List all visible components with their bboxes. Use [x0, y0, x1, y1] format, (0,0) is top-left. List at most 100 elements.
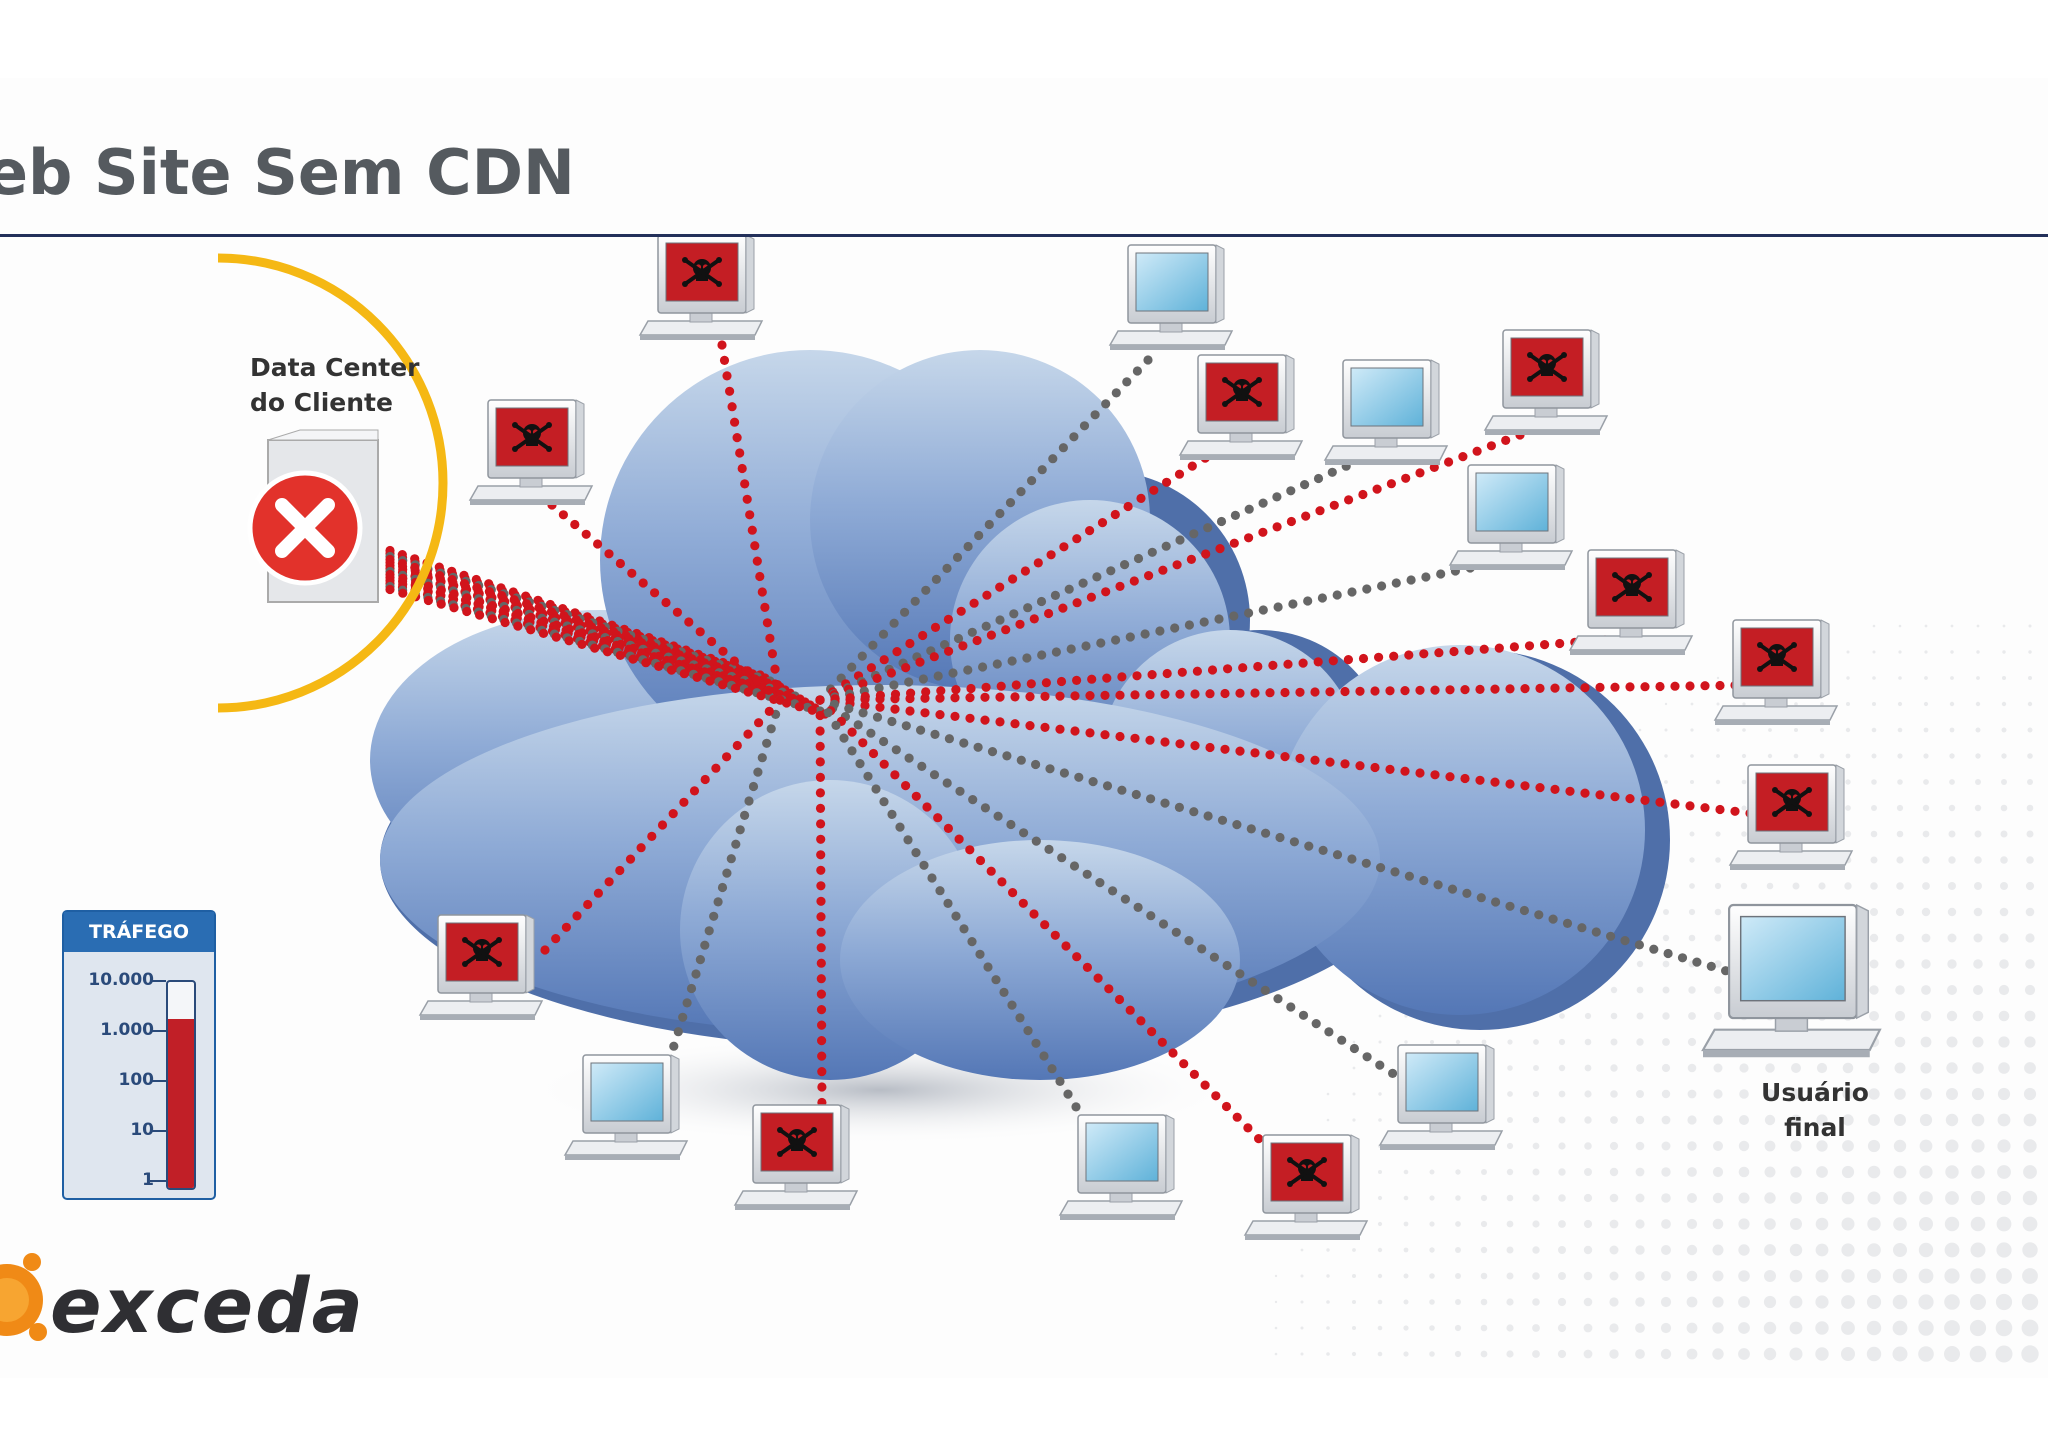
bg-dot	[1970, 1216, 1986, 1232]
bg-dot	[1973, 933, 1983, 943]
bg-dot	[1716, 754, 1720, 758]
bg-dot	[1867, 1217, 1881, 1231]
bg-dot	[2022, 1190, 2038, 1206]
bg-dot	[1870, 882, 1878, 890]
bg-dot	[1712, 1244, 1724, 1256]
bg-dot	[1403, 1325, 1409, 1331]
bg-dot	[1815, 1269, 1829, 1283]
bg-dot	[1714, 908, 1722, 916]
bg-dot	[1866, 1294, 1882, 1310]
bg-dot	[1793, 753, 1799, 759]
attacker-computer	[1483, 329, 1609, 435]
bg-dot	[1713, 1063, 1723, 1073]
bg-dot	[1454, 1324, 1462, 1332]
bg-dot	[1686, 1244, 1698, 1256]
bg-dot	[1945, 1165, 1959, 1179]
bg-dot	[1455, 1195, 1461, 1201]
bg-dot	[1712, 1348, 1724, 1360]
bg-dot	[1738, 1218, 1750, 1230]
bg-dot	[1818, 882, 1826, 890]
bg-dot	[1922, 882, 1930, 890]
bg-dot	[1768, 728, 1772, 732]
bg-dot	[1995, 1345, 2013, 1363]
bg-dot	[1403, 1351, 1409, 1357]
gauge-label-1000: 1.000	[100, 1020, 154, 1040]
bg-dot	[1922, 830, 1930, 838]
bg-dot	[1816, 1140, 1828, 1152]
bg-dot	[1868, 1114, 1880, 1126]
bg-dot	[1739, 1115, 1749, 1125]
bg-dot	[1507, 1091, 1513, 1097]
bg-dot	[1973, 907, 1983, 917]
attacker-computer	[468, 399, 594, 505]
logo-sun-icon	[0, 1253, 47, 1341]
bg-dot	[1661, 1271, 1671, 1281]
bg-dot	[1635, 1115, 1645, 1125]
bg-dot	[1764, 1218, 1776, 1230]
bg-dot	[1920, 1062, 1932, 1074]
gauge-tube	[166, 980, 196, 1190]
bg-dot	[1661, 1167, 1671, 1177]
bg-dot	[1506, 1142, 1514, 1150]
bg-dot	[1532, 1142, 1540, 1150]
gauge-label-1: 1	[142, 1170, 154, 1190]
bg-dot	[1378, 1014, 1382, 1018]
bg-dot	[1742, 702, 1746, 706]
bg-dot	[1584, 1090, 1592, 1098]
bg-dot	[2000, 882, 2008, 890]
bg-dot	[1764, 1114, 1776, 1126]
bg-dot	[2024, 1010, 2036, 1022]
bg-dot	[1506, 1194, 1514, 1202]
bg-dot	[1635, 1245, 1645, 1255]
bg-dot	[1842, 1114, 1854, 1126]
bg-dot	[1690, 780, 1694, 784]
bg-dot	[1923, 779, 1929, 785]
bg-dot	[1635, 1167, 1645, 1177]
bg-dot	[1688, 934, 1696, 942]
bg-dot	[1689, 831, 1695, 837]
bg-dot	[1558, 1090, 1566, 1098]
end-user-label-line2: final	[1784, 1113, 1846, 1142]
attacker-computer	[418, 914, 544, 1020]
user-computer	[1323, 359, 1449, 465]
bg-dot	[1842, 1140, 1854, 1152]
bg-dot	[1975, 753, 1981, 759]
bg-dot	[1974, 804, 1982, 812]
bg-dot	[1998, 984, 2010, 996]
bg-dot	[1947, 933, 1957, 943]
bg-dot	[1998, 1036, 2010, 1048]
bg-dot	[1716, 702, 1720, 706]
bg-dot	[1583, 1323, 1593, 1333]
gauge-label-100: 100	[118, 1070, 155, 1090]
bg-dot	[1923, 727, 1929, 733]
end-user-label: Usuário final	[1730, 1075, 1900, 1145]
bg-dot	[1430, 1040, 1434, 1044]
bg-dot	[1897, 701, 1903, 707]
bg-dot	[1897, 753, 1903, 759]
bg-dot	[1974, 882, 1982, 890]
bg-dot	[1609, 1193, 1619, 1203]
bg-dot	[1557, 1323, 1567, 1333]
bg-dot	[1377, 1195, 1383, 1201]
bg-dot	[1765, 1089, 1775, 1099]
internet-cloud	[370, 350, 1670, 1080]
bg-dot	[1947, 907, 1957, 917]
bg-dot	[1377, 1221, 1383, 1227]
bg-dot	[1948, 830, 1956, 838]
bg-dot	[1429, 1299, 1435, 1305]
bg-dot	[1844, 882, 1852, 890]
bg-dot	[1792, 882, 1800, 890]
bg-dot	[1924, 624, 1928, 628]
bg-dot	[1922, 804, 1930, 812]
bg-dot	[1921, 933, 1931, 943]
bg-dot	[1558, 1168, 1566, 1176]
bg-dot	[1947, 959, 1957, 969]
bg-dot	[1377, 1299, 1383, 1305]
bg-dot	[1842, 1088, 1854, 1100]
bg-dot	[1919, 1217, 1933, 1231]
bg-dot	[1970, 1294, 1986, 1310]
bg-dot	[1841, 1321, 1855, 1335]
bg-dot	[1712, 1296, 1724, 1308]
bg-dot	[1688, 1012, 1696, 1020]
user-link	[815, 695, 1423, 1095]
